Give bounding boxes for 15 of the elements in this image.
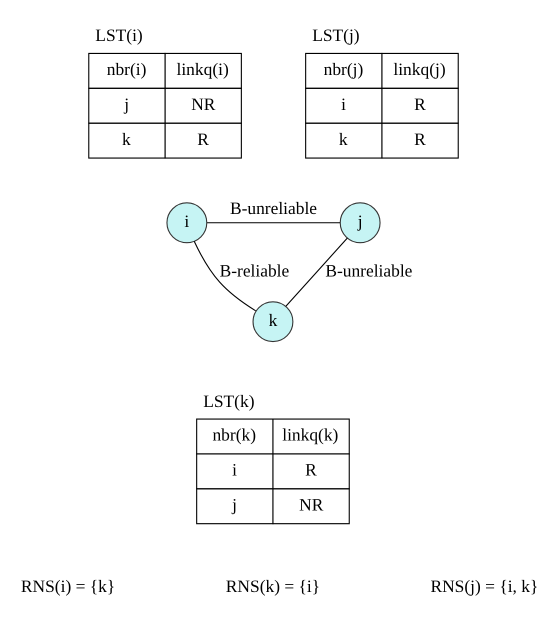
edge-label: B-unreliable: [230, 198, 318, 218]
edge-label: B-unreliable: [325, 260, 412, 280]
connector: [207, 222, 340, 224]
label: RNS(j) = {i, k}: [430, 576, 538, 596]
node-label: LST(k): [203, 390, 255, 411]
node-circle: i: [166, 202, 208, 244]
label: RNS(i) = {k}: [20, 576, 116, 596]
edge-label: B-reliable: [220, 260, 290, 280]
connector: [285, 238, 348, 307]
node-label: LST(j): [312, 25, 360, 46]
node-circle: j: [340, 202, 381, 244]
node-circle: k: [252, 301, 294, 342]
connector: [194, 241, 256, 312]
label: RNS(k) = {i}: [226, 576, 320, 596]
node-label: LST(i): [95, 25, 143, 46]
